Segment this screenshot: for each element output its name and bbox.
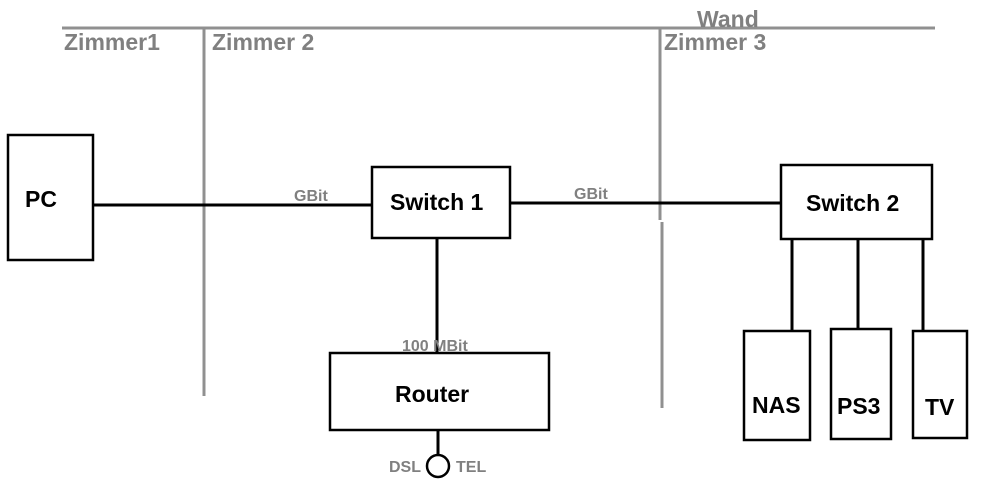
link-label-switch1-switch2: GBit bbox=[574, 186, 608, 203]
room-label-3: Zimmer 3 bbox=[664, 29, 766, 55]
room-label-2: Zimmer 2 bbox=[212, 29, 314, 55]
router-label: Router bbox=[395, 381, 469, 407]
link-label-pc-switch1: GBit bbox=[294, 188, 328, 205]
splitter-circle-icon bbox=[425, 453, 451, 479]
switch1-label: Switch 1 bbox=[390, 189, 484, 215]
ps3-label: PS3 bbox=[837, 393, 880, 419]
ps3-box bbox=[829, 327, 893, 441]
pc-box bbox=[6, 133, 95, 262]
nas-label: NAS bbox=[752, 392, 801, 418]
tel-label: TEL bbox=[456, 459, 486, 476]
switch2-box bbox=[779, 163, 934, 241]
switch1-box bbox=[370, 165, 512, 240]
nas-box bbox=[742, 329, 812, 442]
dsl-label: DSL bbox=[389, 459, 421, 476]
switch2-label: Switch 2 bbox=[806, 190, 899, 216]
pc-label: PC bbox=[25, 186, 57, 212]
link-label-switch1-router: 100 MBit bbox=[402, 338, 468, 355]
room-label-1: Zimmer1 bbox=[64, 29, 160, 55]
tv-box bbox=[911, 329, 969, 440]
tv-label: TV bbox=[925, 394, 955, 420]
router-box bbox=[328, 351, 551, 432]
wall-label: Wand bbox=[697, 6, 759, 32]
